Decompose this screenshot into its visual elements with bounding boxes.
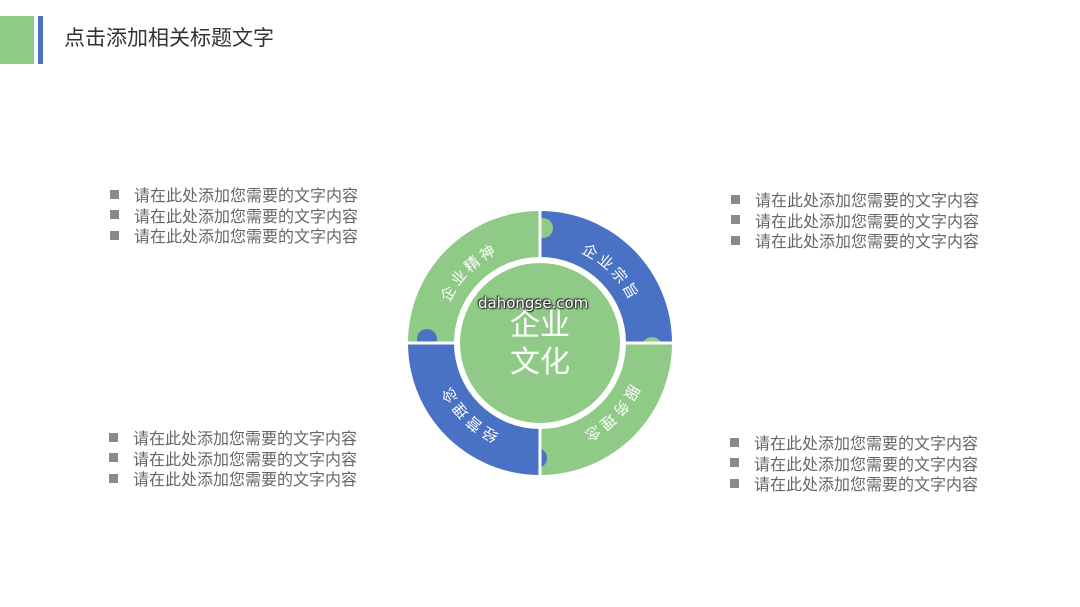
- page-title[interactable]: 点击添加相关标题文字: [64, 26, 274, 50]
- list-item-text: 请在此处添加您需要的文字内容: [755, 211, 980, 231]
- list-item-text: 请在此处添加您需要的文字内容: [133, 429, 358, 449]
- bullet-square-icon: [110, 189, 119, 199]
- center-title-line1: 企业: [510, 308, 570, 343]
- list-item: 请在此处添加您需要的文字内容: [109, 468, 357, 489]
- list-item: 请在此处添加您需要的文字内容: [731, 189, 979, 210]
- bullet-square-icon: [730, 437, 739, 447]
- text-block-bottom-right[interactable]: 请在此处添加您需要的文字内容 请在此处添加您需要的文字内容 请在此处添加您需要的…: [730, 432, 978, 494]
- list-item-text: 请在此处添加您需要的文字内容: [754, 475, 979, 495]
- culture-ring-diagram: 企业精神 企业宗旨 服务理念 经营理念 企业 文化: [407, 210, 673, 476]
- text-block-top-right[interactable]: 请在此处添加您需要的文字内容 请在此处添加您需要的文字内容 请在此处添加您需要的…: [731, 189, 979, 251]
- bullet-square-icon: [730, 458, 739, 468]
- puzzle-tab-top: [533, 218, 553, 238]
- watermark: dahongse.com: [478, 294, 589, 312]
- header-blue-bar: [38, 16, 43, 64]
- list-item-text: 请在此处添加您需要的文字内容: [755, 191, 980, 211]
- bullet-square-icon: [110, 210, 119, 220]
- list-item-text: 请在此处添加您需要的文字内容: [133, 470, 358, 490]
- header-green-bar: [0, 16, 34, 64]
- bullet-square-icon: [109, 432, 118, 442]
- list-item: 请在此处添加您需要的文字内容: [109, 448, 357, 469]
- list-item-text: 请在此处添加您需要的文字内容: [133, 449, 358, 469]
- text-block-top-left[interactable]: 请在此处添加您需要的文字内容 请在此处添加您需要的文字内容 请在此处添加您需要的…: [110, 184, 358, 246]
- list-item-text: 请在此处添加您需要的文字内容: [134, 206, 359, 226]
- bullet-square-icon: [730, 478, 739, 488]
- list-item-text: 请在此处添加您需要的文字内容: [134, 227, 359, 247]
- segment-top-right: [540, 211, 672, 343]
- list-item-text: 请在此处添加您需要的文字内容: [134, 186, 359, 206]
- list-item-text: 请在此处添加您需要的文字内容: [755, 232, 980, 252]
- segment-bottom-left: [408, 343, 540, 475]
- text-block-bottom-left[interactable]: 请在此处添加您需要的文字内容 请在此处添加您需要的文字内容 请在此处添加您需要的…: [109, 427, 357, 489]
- list-item: 请在此处添加您需要的文字内容: [110, 205, 358, 226]
- segment-bottom-right: [540, 343, 672, 475]
- puzzle-tab-right: [642, 337, 662, 357]
- list-item: 请在此处添加您需要的文字内容: [730, 473, 978, 494]
- list-item: 请在此处添加您需要的文字内容: [730, 453, 978, 474]
- list-item: 请在此处添加您需要的文字内容: [110, 184, 358, 205]
- list-item: 请在此处添加您需要的文字内容: [731, 230, 979, 251]
- bullet-square-icon: [731, 215, 740, 225]
- segment-top-left: [408, 211, 540, 343]
- list-item: 请在此处添加您需要的文字内容: [110, 225, 358, 246]
- bullet-square-icon: [109, 473, 118, 483]
- bullet-square-icon: [110, 230, 119, 240]
- puzzle-tab-left: [417, 329, 437, 349]
- list-item: 请在此处添加您需要的文字内容: [730, 432, 978, 453]
- bullet-square-icon: [731, 235, 740, 245]
- list-item-text: 请在此处添加您需要的文字内容: [754, 434, 979, 454]
- puzzle-tab-bottom: [527, 448, 547, 468]
- bullet-square-icon: [731, 194, 740, 204]
- center-circle: [460, 263, 620, 423]
- center-title-line2: 文化: [510, 345, 570, 380]
- list-item: 请在此处添加您需要的文字内容: [731, 210, 979, 231]
- list-item: 请在此处添加您需要的文字内容: [109, 427, 357, 448]
- bullet-square-icon: [109, 453, 118, 463]
- list-item-text: 请在此处添加您需要的文字内容: [754, 454, 979, 474]
